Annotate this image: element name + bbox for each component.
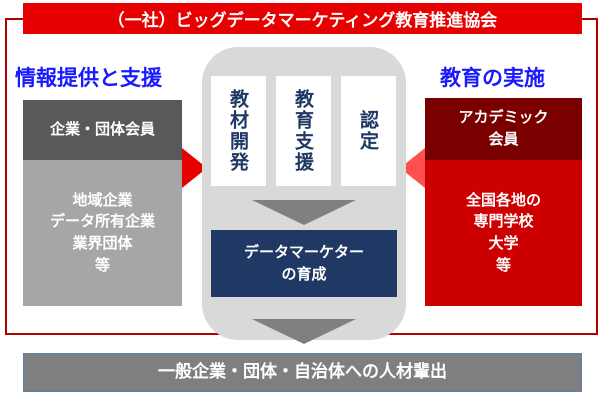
arrow-down-icon (252, 319, 356, 344)
academic-member-list: 全国各地の 専門学校 大学 等 (425, 160, 582, 306)
corporate-member-list: 地域企業 データ所有企業 業界団体 等 (23, 160, 182, 306)
association-title: （一社）ビッグデータマーケティング教育推進協会 (23, 3, 582, 34)
arrow-down-icon (252, 200, 356, 225)
corporate-member-header: 企業・団体会員 (23, 100, 182, 160)
activity-certification: 認定 (341, 76, 396, 186)
talent-output-bar: 一般企業・団体・自治体への人材輩出 (23, 353, 582, 392)
activity-education-support: 教育支援 (276, 76, 331, 186)
academic-member-header: アカデミック 会員 (425, 98, 582, 160)
left-heading: 情報提供と支援 (15, 66, 162, 90)
right-heading: 教育の実施 (440, 66, 545, 90)
activity-material-development: 教材開発 (211, 76, 266, 186)
data-marketer-training: データマーケター の育成 (211, 230, 397, 297)
